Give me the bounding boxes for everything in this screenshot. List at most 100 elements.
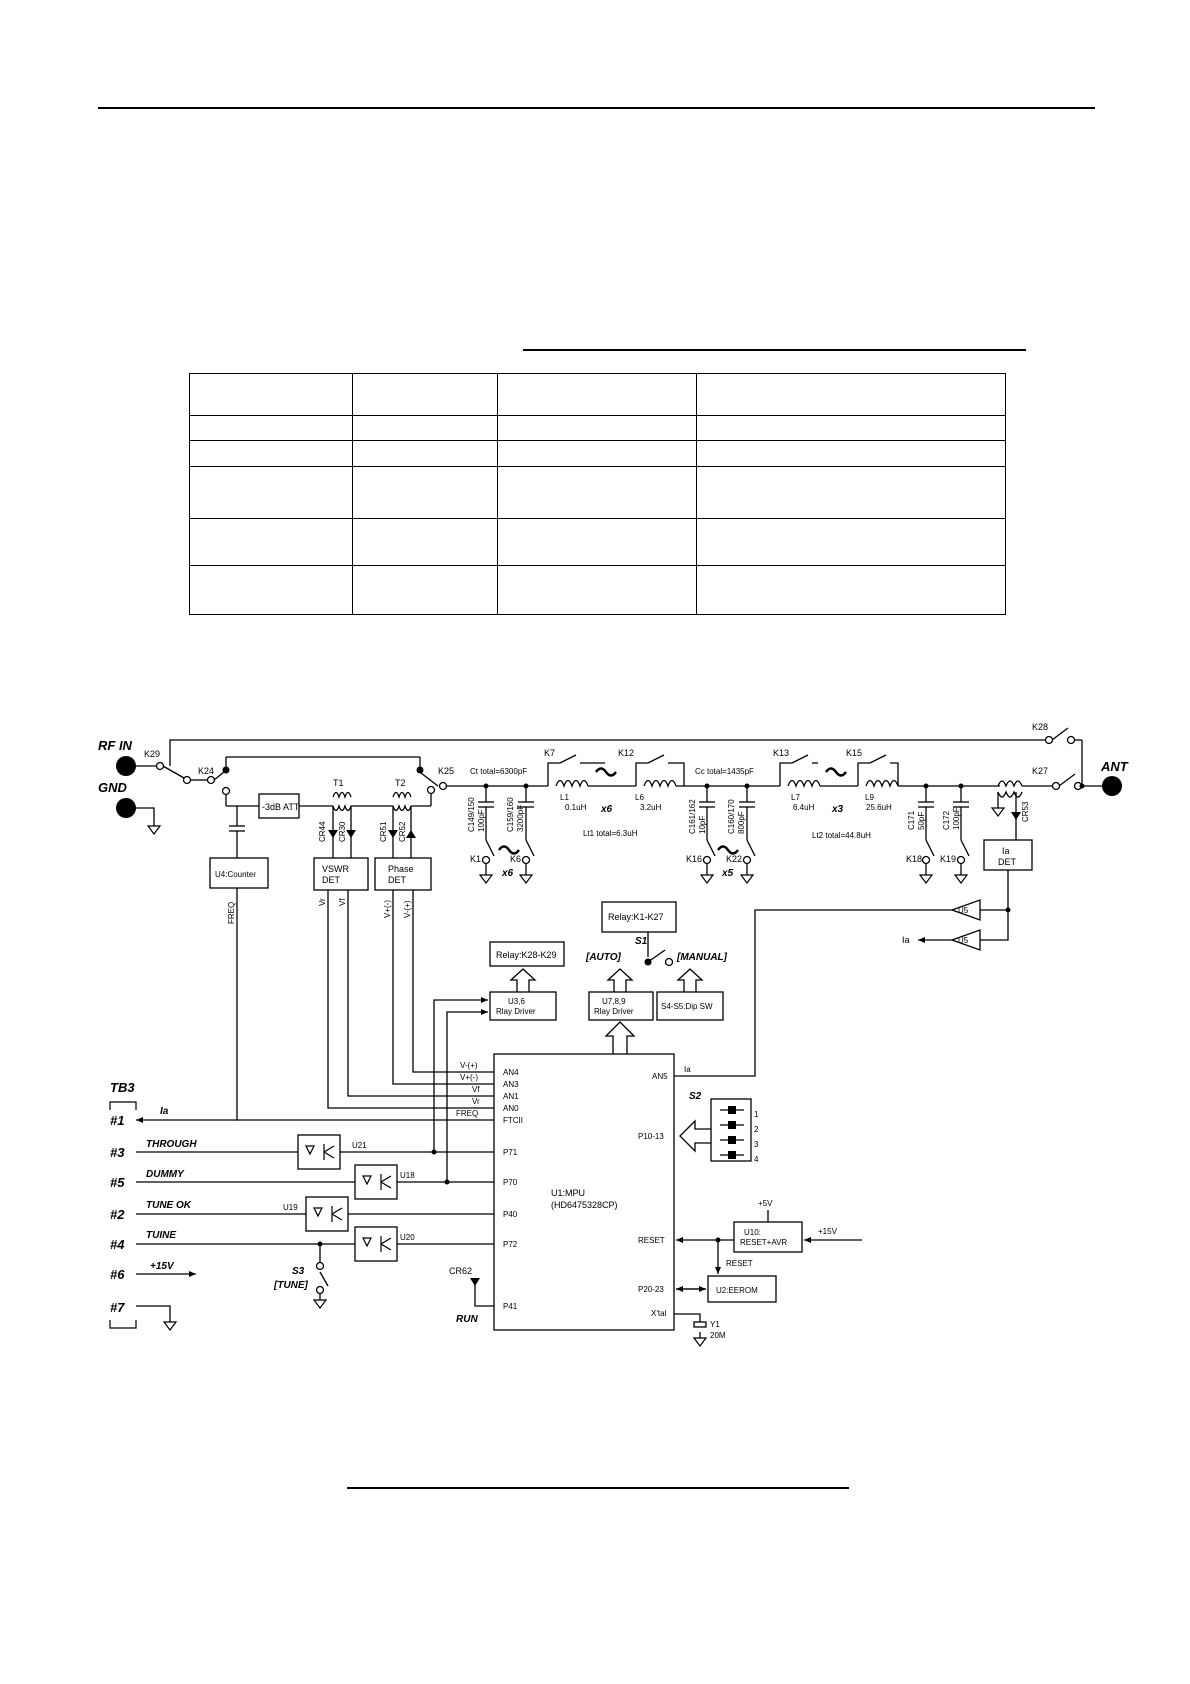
u5b-buffer	[950, 929, 981, 951]
tuine-label: TUINE	[146, 1230, 176, 1241]
u10-box	[733, 1221, 803, 1253]
c171-value: 50pF	[917, 812, 926, 830]
tilde-icon	[498, 845, 520, 855]
dipsw-box	[656, 991, 724, 1021]
c159-value: 3200pF	[516, 805, 525, 832]
counter-box	[209, 857, 269, 889]
s1-pivot	[644, 958, 652, 966]
table-row	[189, 565, 1006, 615]
arrow-mpu-up	[604, 1021, 636, 1054]
x6-lt1-label: x6	[600, 804, 613, 815]
l7-value: 6.4uH	[793, 803, 815, 812]
tilde-icon	[595, 767, 617, 777]
table-cell	[189, 415, 353, 441]
table-cell	[696, 466, 1006, 519]
u2-label: U2:EEROM	[716, 1286, 758, 1295]
arrow-s2-left	[679, 1119, 711, 1153]
k6-contact	[521, 855, 531, 865]
relay-k1-k27-label: Relay:K1-K27	[608, 912, 664, 922]
sig-vp-label: V-(+)	[460, 1061, 478, 1070]
table-cell	[352, 518, 498, 566]
pin-p70: P70	[503, 1178, 518, 1187]
k24-blade	[213, 771, 225, 781]
cr30-label: CR30	[338, 821, 347, 842]
tb3-6-label: #6	[110, 1267, 125, 1282]
k25-pivot	[416, 766, 424, 774]
ground-icon	[146, 825, 162, 835]
cr53-diode	[1011, 812, 1021, 820]
phase-det-label-1: Phase	[388, 864, 414, 874]
u19-label: U19	[283, 1203, 298, 1212]
t1-coil	[332, 791, 352, 800]
k7-bypass	[547, 762, 560, 786]
wire-freq	[236, 888, 494, 1121]
k22-contact	[742, 855, 752, 865]
cr62-wire	[474, 1282, 494, 1307]
x6-ct-label: x6	[501, 868, 514, 879]
table-cell	[189, 373, 353, 416]
k19-label: K19	[940, 854, 956, 864]
lt2-total-label: Lt2 total=44.8uH	[812, 831, 871, 840]
s3-contact2	[315, 1285, 325, 1295]
k12-return	[668, 762, 685, 786]
auto-label: [AUTO]	[585, 952, 621, 963]
junction-dot	[744, 783, 750, 789]
cr44-label: CR44	[318, 821, 327, 842]
u789-label-2: Rlay Driver	[594, 1007, 634, 1016]
u789-driver-box	[588, 991, 654, 1021]
arrow-u789-up	[606, 968, 634, 992]
section-title-underline	[523, 349, 1026, 351]
pin-an3: AN3	[503, 1080, 519, 1089]
phase-det-box	[374, 857, 432, 891]
ground-icon	[739, 874, 755, 884]
ground-icon	[312, 1299, 328, 1309]
c171-label: C171	[907, 810, 916, 830]
l6-label: L6	[635, 793, 644, 802]
mpu-label-1: U1:MPU	[551, 1188, 585, 1198]
k28-contact	[1044, 735, 1054, 745]
junction-dot	[444, 1179, 450, 1185]
tb3-15v-label: +15V	[150, 1261, 175, 1272]
sig-vm-label: V+(-)	[460, 1073, 478, 1082]
y1-crystal	[693, 1321, 707, 1328]
header-rule	[98, 107, 1095, 109]
junction-dot	[715, 1237, 721, 1243]
freq-vert-label: FREQ	[227, 902, 236, 924]
p15v-label: +15V	[818, 1227, 838, 1236]
k1-label: K1	[470, 854, 481, 864]
k13-bypass	[779, 762, 792, 786]
k12-label: K12	[618, 748, 634, 758]
ground-icon	[692, 1337, 708, 1347]
tb3-2-label: #2	[110, 1207, 125, 1222]
k29-blade	[162, 765, 185, 779]
ground-icon	[918, 874, 934, 884]
junction-dot	[431, 1149, 437, 1155]
table-cell	[497, 373, 697, 416]
phase-det-label-2: DET	[388, 875, 407, 885]
wire-vr	[327, 890, 494, 1109]
k24-contact	[206, 775, 216, 785]
caption-underline	[347, 1487, 849, 1489]
l1-coil	[555, 779, 589, 788]
tb3-1-label: #1	[110, 1113, 124, 1128]
tb3-7-label: #7	[110, 1300, 125, 1315]
u20-box	[354, 1226, 398, 1262]
k18-label: K18	[906, 854, 922, 864]
k6-blade	[525, 839, 535, 857]
cr51-label: CR51	[379, 821, 388, 842]
pin-an1: AN1	[503, 1092, 519, 1101]
k27-label: K27	[1032, 766, 1048, 776]
vr-vert-label: Vr	[318, 898, 327, 906]
junction-dot	[317, 1241, 323, 1247]
xtal-wire	[674, 1313, 701, 1322]
tb3-bracket-bottom	[109, 1320, 137, 1329]
vswr-det-box	[313, 857, 369, 891]
pin-ftcii: FTCII	[503, 1116, 523, 1125]
t1-label: T1	[333, 778, 344, 788]
bypass-line	[169, 739, 1045, 766]
pin-p40: P40	[503, 1210, 518, 1219]
ia-det-label-2: DET	[998, 857, 1017, 867]
tilde-icon	[825, 767, 847, 777]
k16-contact	[702, 855, 712, 865]
